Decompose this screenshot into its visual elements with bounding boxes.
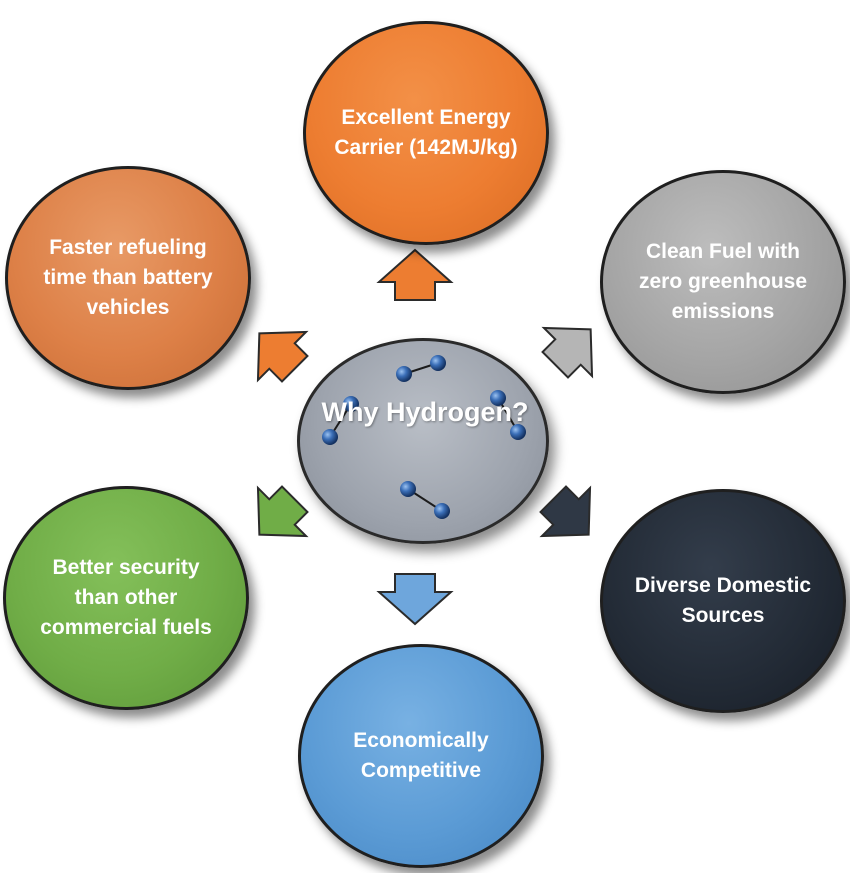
node-domestic-sources: Diverse Domestic Sources bbox=[600, 489, 846, 713]
node-domestic-sources-label: Diverse Domestic Sources bbox=[634, 574, 812, 627]
arrow-up-left bbox=[256, 330, 309, 383]
node-economically-competitive-label: Economically Competitive bbox=[353, 729, 489, 782]
node-better-security: Better security than other commercial fu… bbox=[3, 486, 249, 710]
arrow-up-right bbox=[541, 326, 594, 379]
arrow-up bbox=[376, 248, 454, 301]
center-title: Why Hydrogen? bbox=[321, 397, 529, 427]
node-clean-fuel-label: Clean Fuel with zero greenhouse emission… bbox=[638, 240, 808, 323]
molecule-icon-right bbox=[490, 390, 526, 440]
node-faster-refueling: Faster refueling time than battery vehic… bbox=[5, 166, 251, 390]
node-energy-carrier: Excellent Energy Carrier (142MJ/kg) bbox=[303, 21, 549, 245]
node-clean-fuel: Clean Fuel with zero greenhouse emission… bbox=[600, 170, 846, 394]
node-faster-refueling-label: Faster refueling time than battery vehic… bbox=[43, 236, 213, 319]
node-better-security-label: Better security than other commercial fu… bbox=[40, 556, 212, 639]
node-economically-competitive: Economically Competitive bbox=[298, 644, 544, 868]
molecule-icon-left bbox=[322, 396, 359, 445]
arrow-down bbox=[376, 573, 454, 626]
molecule-icon-top bbox=[396, 355, 446, 382]
node-energy-carrier-label: Excellent Energy Carrier (142MJ/kg) bbox=[334, 106, 518, 159]
arrow-down-right bbox=[539, 485, 592, 538]
center-circle bbox=[297, 338, 549, 544]
arrow-down-left bbox=[256, 485, 309, 538]
molecule-icon-bottom bbox=[400, 481, 450, 519]
